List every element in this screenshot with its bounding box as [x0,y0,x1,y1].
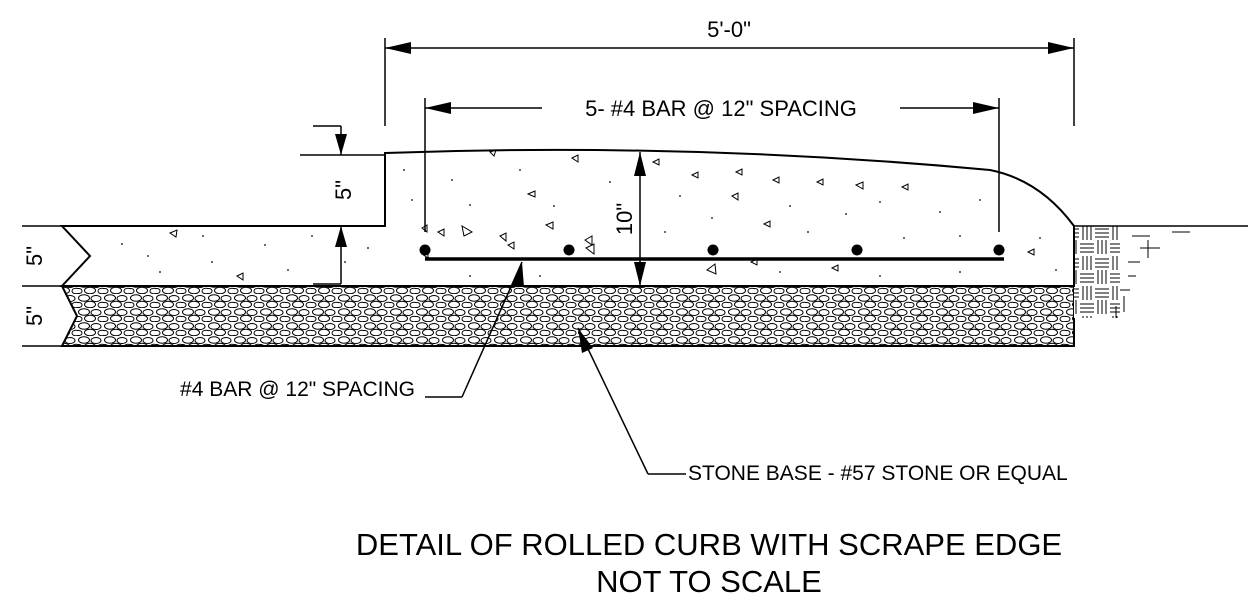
rebar-dot [707,244,719,256]
bar-span-label: 5- #4 BAR @ 12" SPACING [585,96,857,121]
overall-width-dimension [384,38,1075,126]
soil-hatch [1074,225,1248,320]
curb-depth-label-mask [616,196,636,242]
curb-rise-label: 5" [331,180,356,200]
rebar-dot [419,244,431,256]
stone-callout-leader [577,327,686,475]
detail-title: DETAIL OF ROLLED CURB WITH SCRAPE EDGE [356,527,1062,562]
concrete-section [59,148,1075,287]
rebar-dot [563,244,575,256]
rebar-dot [993,244,1005,256]
bar-callout-leader [425,261,524,398]
slab-thickness-label: 5" [22,246,47,266]
overall-width-label: 5'-0" [707,17,751,42]
detail-subtitle: NOT TO SCALE [596,564,822,599]
stone-base-layer [60,285,1075,347]
rebar-dot [851,244,863,256]
stone-thickness-label: 5" [22,306,47,326]
curb-rise-dimension [300,125,385,285]
curb-depth-dimension [634,152,646,286]
reinforcement [419,244,1005,261]
bar-callout-label: #4 BAR @ 12" SPACING [180,378,415,401]
stone-callout-label: STONE BASE - #57 STONE OR EQUAL [688,462,1068,485]
bar-span-dimension [424,98,1000,232]
layer-thickness-dimension [22,225,62,347]
curb-depth-label: 10" [612,203,637,235]
